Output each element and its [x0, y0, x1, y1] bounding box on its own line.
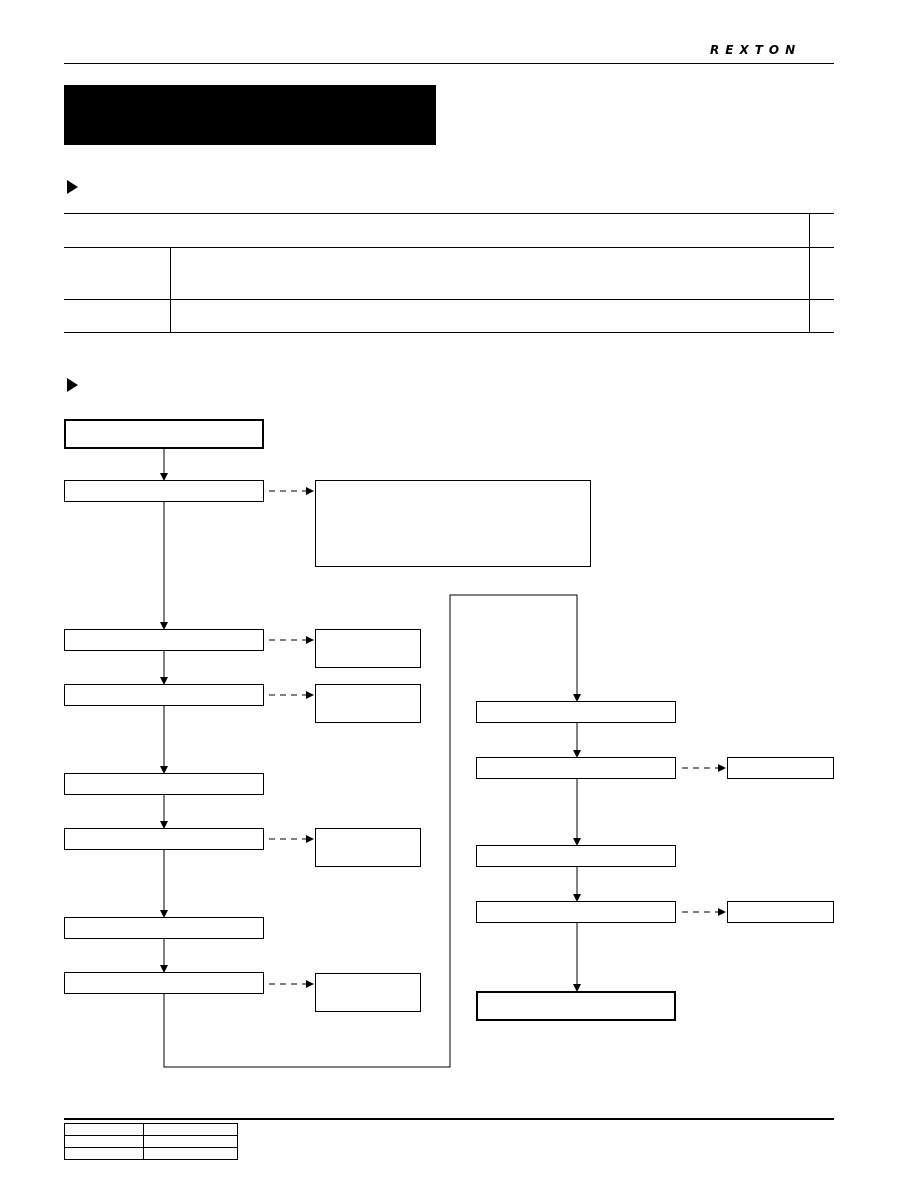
triangle-bullet-icon — [67, 378, 78, 392]
table-row — [64, 1147, 238, 1160]
flowchart-step-box — [64, 917, 264, 939]
flowchart-result-box — [315, 828, 421, 867]
table-cell — [64, 1147, 144, 1160]
flowchart-step-box — [64, 629, 264, 651]
table-row — [64, 1135, 238, 1148]
table-header-cell — [64, 213, 811, 248]
flowchart-result-box — [315, 629, 421, 668]
flowchart-step-box — [64, 828, 264, 850]
flowchart-result-box — [315, 684, 421, 723]
flowchart-step-box — [476, 757, 676, 779]
flowchart-end-box — [476, 991, 676, 1021]
title-block — [64, 85, 436, 145]
table-cell — [64, 247, 171, 300]
flowchart-step-box — [476, 901, 676, 923]
table-row — [64, 299, 834, 333]
table-row — [64, 1123, 238, 1136]
table-cell — [143, 1135, 238, 1148]
flowchart-start-box — [64, 419, 264, 449]
flowchart-result-box — [727, 901, 834, 923]
flowchart-step-box — [64, 972, 264, 994]
flowchart-step-box — [476, 701, 676, 723]
triangle-bullet-icon — [67, 180, 78, 194]
table-cell — [64, 299, 171, 333]
flowchart-result-box — [315, 973, 421, 1012]
header-rule — [64, 63, 834, 64]
table-row — [64, 247, 834, 300]
table-cell — [64, 1135, 144, 1148]
flowchart-step-box — [64, 684, 264, 706]
revision-table — [64, 1123, 238, 1160]
table-cell — [64, 1123, 144, 1136]
flowchart-step-box — [64, 773, 264, 795]
table-cell — [143, 1147, 238, 1160]
rexton-logo: REXTON — [710, 43, 802, 57]
table-cell — [143, 1123, 238, 1136]
flowchart-note-box — [315, 480, 591, 567]
footer-rule — [64, 1118, 834, 1120]
table-cell — [170, 299, 811, 333]
table-cell — [170, 247, 811, 300]
flowchart-step-box — [476, 845, 676, 867]
flowchart-step-box — [64, 480, 264, 502]
flowchart-result-box — [727, 757, 834, 779]
specification-table — [64, 213, 834, 333]
table-header-row — [64, 213, 834, 248]
